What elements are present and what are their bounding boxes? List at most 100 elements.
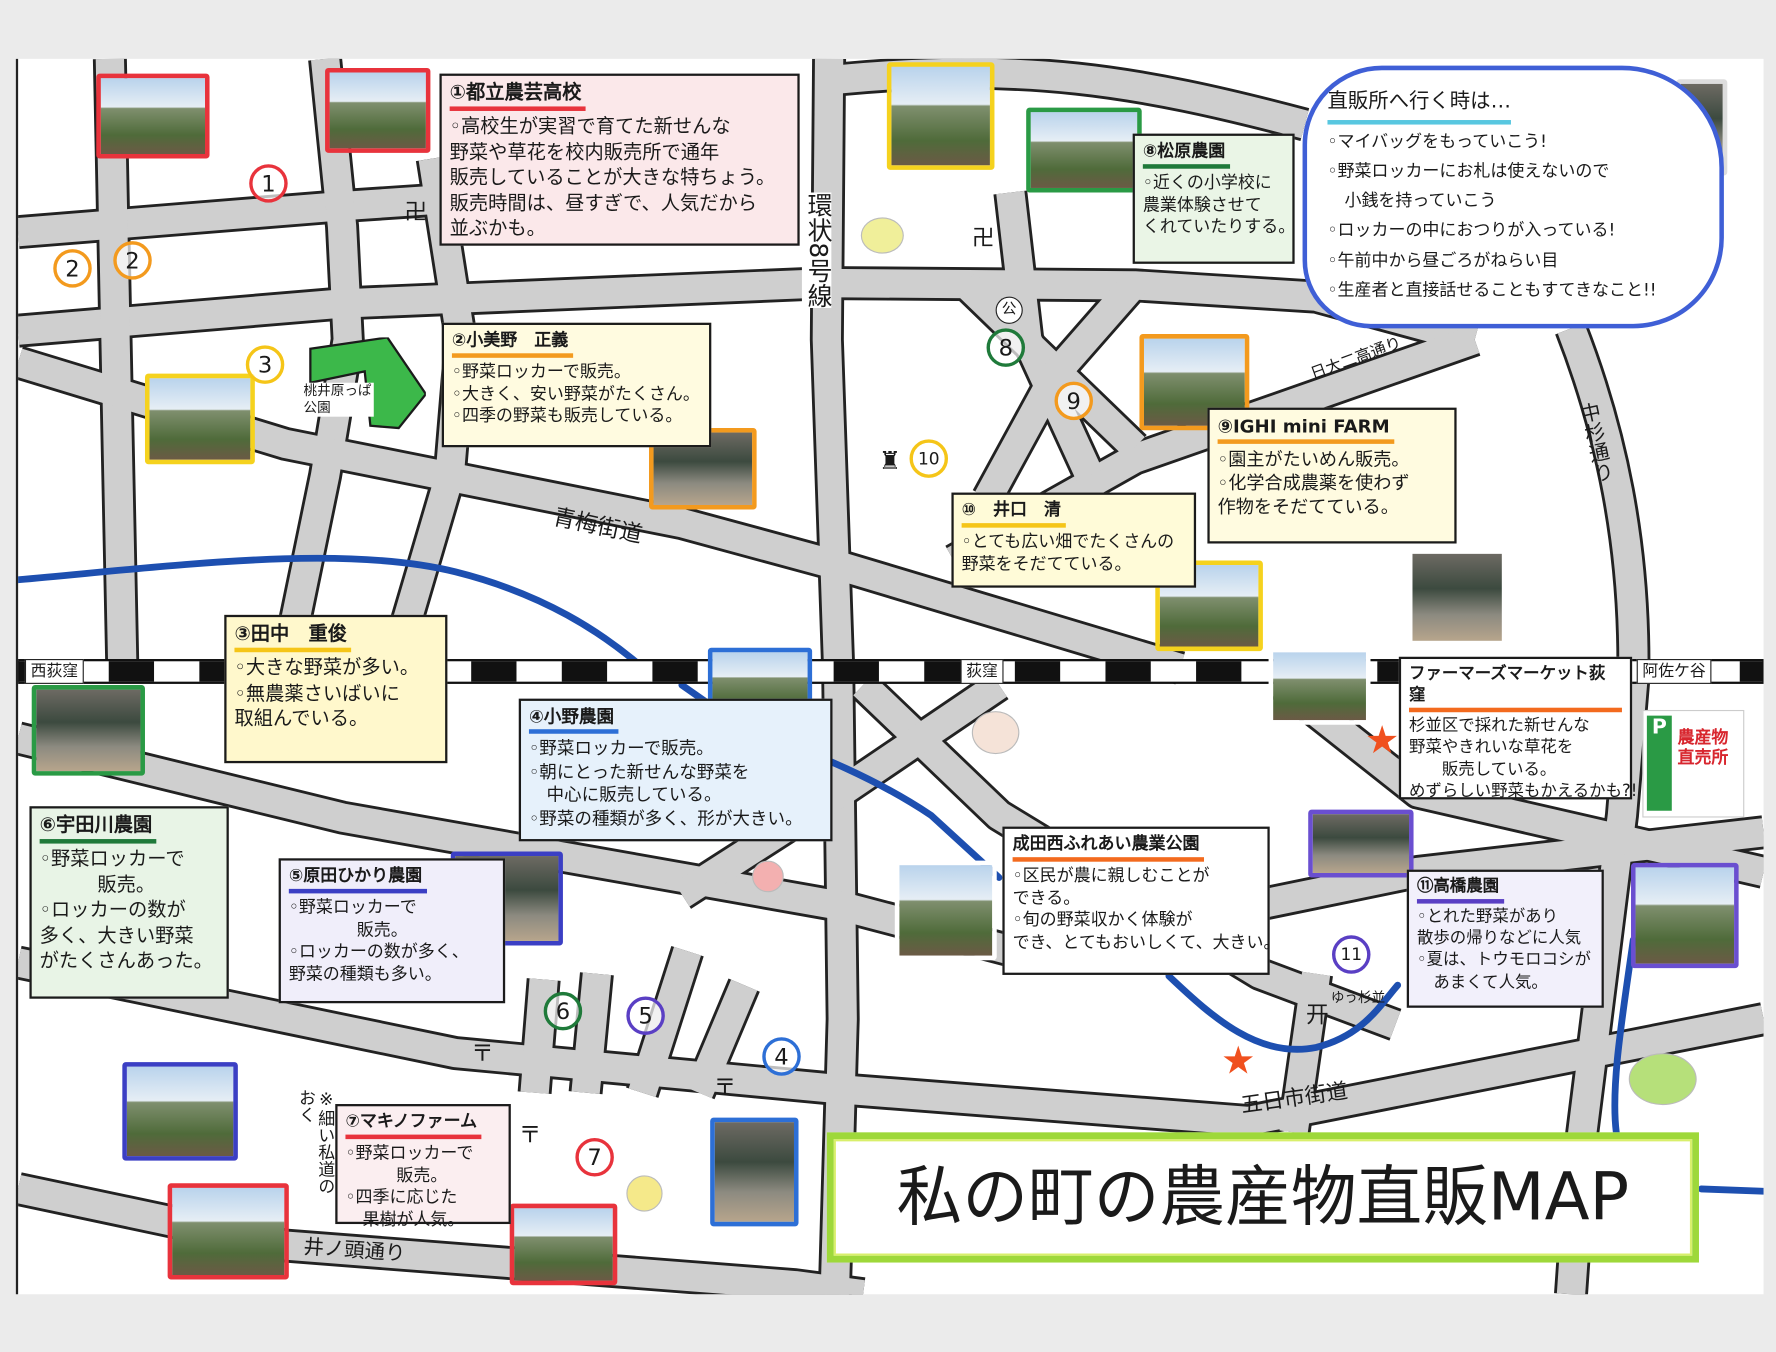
road [685, 979, 758, 1099]
info-box-title: ④小野農園 [528, 705, 619, 735]
info-box-line: 販売。 [288, 918, 408, 940]
info-box-line: ◦野菜ロッカーで [345, 1142, 474, 1163]
info-box-title: ファーマーズマーケット荻窪 [1409, 664, 1622, 713]
location-marker-7: 7 [575, 1137, 614, 1177]
tips-line: ◦マイバッグをもっていこう! [1327, 130, 1547, 152]
info-box-title: ⑨IGHI mini FARM [1217, 414, 1395, 444]
post-office-icon: 〒 [471, 1039, 494, 1067]
river [1165, 972, 1402, 1053]
temple-icon: 卍 [404, 198, 428, 226]
vegetable-drawing [626, 1175, 663, 1212]
info-box-line: 果樹が人気。 [345, 1209, 465, 1230]
road [18, 948, 1764, 1136]
info-box-line: 中心に販売している。 [528, 785, 722, 806]
park-label: 桃井原っぱ公園 [303, 382, 374, 417]
info-box-title: ⑪高橋農園 [1416, 876, 1504, 904]
farm-photo [1026, 107, 1142, 193]
info-box-line: 販売。 [345, 1164, 448, 1186]
info-box-line: 野菜の種類も多い。 [288, 963, 442, 985]
info-box-b8: ⑧松原農園◦近くの小学校に農業体験させてくれていたりする。 [1132, 133, 1296, 264]
info-box-title: ⑤原田ひかり農園 [288, 865, 427, 894]
info-box-line: 杉並区で採れた新せんな [1409, 717, 1590, 736]
farm-photo [1631, 862, 1739, 969]
info-box-title: ⑦マキノファーム [345, 1111, 482, 1139]
info-box-line: ◦化学合成農薬を使わず [1217, 472, 1410, 494]
public-facility-icon: 公 [995, 296, 1023, 324]
vegetable-drawing [1628, 1053, 1697, 1106]
farm-photo [1407, 549, 1507, 646]
post-office-icon: 〒 [713, 1073, 737, 1101]
road [18, 185, 445, 247]
road [628, 946, 702, 1098]
farm-photo [1268, 647, 1371, 725]
station-star-icon: ★ [1220, 1038, 1256, 1084]
vegetable-drawing [860, 217, 904, 254]
info-box-line: 販売している。 [1409, 760, 1557, 779]
post-office-icon: 〒 [518, 1121, 542, 1149]
road [975, 273, 1146, 506]
info-box-line: がたくさんあった。 [39, 950, 213, 973]
info-box-b13: ファーマーズマーケット荻窪杉並区で採れた新せんな野菜やきれいな草花を 販売してい… [1398, 656, 1637, 800]
info-box-line: 作物をそだてている。 [1217, 496, 1399, 518]
info-box-line: ◦野菜ロッカーで販売。 [451, 360, 631, 382]
info-box-line: ◦野菜ロッカーで [39, 848, 185, 872]
road [18, 268, 1479, 354]
info-box-b6: ⑥宇田川農園◦野菜ロッカーで 販売。◦ロッカーの数が多く、大きい野菜がたくさんあ… [29, 806, 229, 999]
farm-photo [96, 73, 210, 159]
tips-line: ◦野菜ロッカーにお札は使えないので [1327, 160, 1610, 181]
location-marker-5: 5 [626, 996, 665, 1035]
info-box-b11: ⑪高橋農園◦とれた野菜があり散歩の帰りなどに人気◦夏は、トウモロコシが あまくて… [1406, 869, 1604, 1008]
location-marker-6: 6 [543, 991, 583, 1031]
info-box-b12: 成田西ふれあい農業公園◦区民が農に親しむことができる。◦旬の野菜収かく体験ができ… [1002, 826, 1281, 975]
farm-photo [122, 1062, 238, 1161]
tips-line: ◦ロッカーの中におつりが入っている! [1327, 219, 1616, 241]
info-box-b5: ⑤原田ひかり農園◦野菜ロッカーで 販売。◦ロッカーの数が多く、野菜の種類も多い。 [278, 858, 506, 1004]
info-box-line: 野菜やきれいな草花を [1409, 738, 1574, 757]
info-box-line: ◦野菜ロッカーで販売。 [528, 738, 714, 760]
tips-title: 直販所へ行く時は… [1327, 84, 1511, 124]
info-box-title: ①都立農芸高校 [449, 80, 587, 112]
yuu-suginami-label: ゆう杉並 [1330, 989, 1386, 1006]
map-title-box: 私の町の農産物直販MAP [826, 1132, 1699, 1263]
info-box-line: ◦野菜ロッカーで [288, 896, 417, 917]
info-box-title: ③田中 重俊 [234, 622, 352, 653]
farm-photo [31, 685, 145, 776]
info-box-title: 成田西ふれあい農業公園 [1012, 833, 1205, 862]
river [1611, 936, 1637, 1136]
tips-cloud: 直販所へ行く時は… ◦マイバッグをもっていこう! ◦野菜ロッカーにお札は使えないの… [1302, 65, 1724, 329]
info-box-line: ◦四季に応じた [345, 1187, 458, 1208]
temple-icon: 卍 [971, 224, 995, 252]
info-box-title: ⑥宇田川農園 [39, 813, 157, 845]
location-marker-2: 2 [53, 249, 92, 288]
info-box-line: ◦高校生が実習で育てた新せんな [449, 115, 731, 139]
info-box-line: ◦近くの小学校に [1142, 171, 1272, 193]
info-box-b2: ②小美野 正義◦野菜ロッカーで販売。◦大きく、安い野菜がたくさん。◦四季の野菜も… [441, 322, 712, 448]
info-box-b1: ①都立農芸高校◦高校生が実習で育てた新せんな野菜や草花を校内販売所で通年販売して… [439, 73, 800, 246]
river [18, 554, 640, 666]
farm-sign-photo: P 農産物直売所 [1642, 709, 1745, 818]
shrine-icon: 开 [1305, 1000, 1329, 1029]
info-box-line: ◦野菜の種類が多く、形が大きい。 [528, 808, 803, 829]
info-box-b3: ③田中 重俊◦大きな野菜が多い。◦無農薬さいばいに取組んでいる。 [224, 614, 448, 764]
location-marker-4: 4 [762, 1037, 801, 1076]
info-box-line: ◦園主がたいめん販売。 [1217, 448, 1410, 471]
info-box-title: ⑧松原農園 [1142, 140, 1230, 169]
info-box-title: ②小美野 正義 [451, 330, 573, 358]
station-label: 阿佐ケ谷 [1636, 659, 1712, 684]
road [520, 978, 558, 1094]
info-box-title: ⑩ 井口 清 [961, 499, 1066, 528]
info-box-line: ◦とれた野菜があり [1416, 908, 1559, 927]
farm-photo [1155, 560, 1263, 652]
info-box-line: くれていたりする。 [1142, 216, 1296, 238]
church-icon: ♜ [878, 447, 902, 476]
farm-photo [886, 62, 995, 170]
road [1279, 971, 1331, 1135]
farm-photo [325, 67, 431, 153]
location-marker-11: 11 [1331, 935, 1371, 974]
sign-text: 農産物直売所 [1677, 726, 1729, 768]
info-box-line: 野菜や草花を校内販売所で通年 [449, 141, 720, 165]
vegetable-drawing [752, 860, 784, 893]
location-marker-9: 9 [1054, 381, 1094, 421]
info-box-line: ◦ロッカーの数が [39, 899, 186, 923]
